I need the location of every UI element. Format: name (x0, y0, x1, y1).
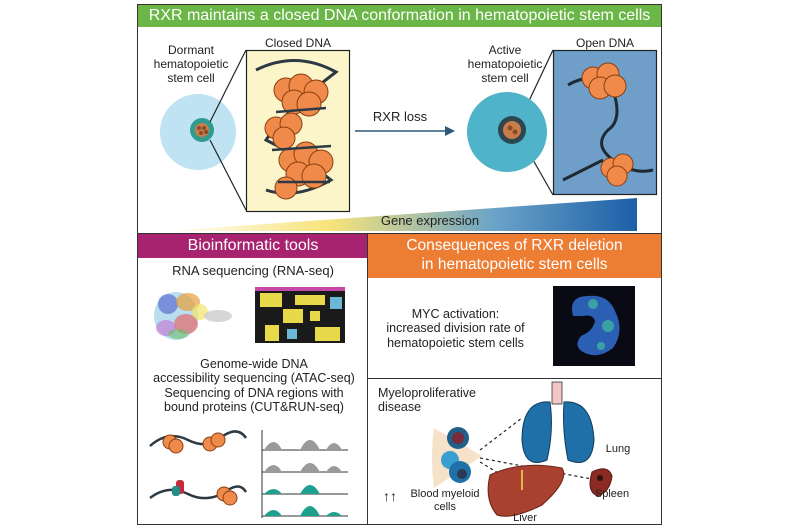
lung-label: Lung (605, 443, 631, 455)
consequences-divider (368, 378, 661, 379)
blood-myeloid-label: Blood myeloid cells (410, 488, 480, 513)
closed-dna-label: Closed DNA (264, 36, 332, 50)
umap-scatter (154, 292, 232, 340)
consequences-title-banner: Consequences of RXR deletion in hematopo… (368, 234, 661, 278)
top-title-banner: RXR maintains a closed DNA conformation … (138, 5, 661, 27)
dormant-cell (160, 94, 236, 170)
myc-microscopy-image (553, 286, 635, 366)
liver-illustration (487, 464, 565, 517)
peak-tracks (261, 430, 348, 518)
rnaseq-heatmap (255, 287, 345, 343)
dna-protein-cartoon (149, 430, 248, 506)
rnaseq-label: RNA sequencing (RNA-seq) (172, 263, 334, 278)
closed-dna-box (245, 49, 351, 213)
tools-title-banner: Bioinformatic tools (138, 234, 368, 258)
tools-title: Bioinformatic tools (187, 237, 319, 254)
open-nucleosome-2 (600, 153, 634, 187)
spleen-illustration (589, 468, 613, 497)
top-title: RXR maintains a closed DNA conformation … (148, 7, 651, 24)
atac-cutrun-label: Genome-wide DNA accessibility sequencing… (153, 357, 355, 415)
active-cell (467, 92, 547, 172)
spleen-label: Spleen (594, 488, 630, 500)
liver-label: Liver (513, 512, 537, 524)
lung-illustration (521, 381, 595, 463)
blood-up-arrows: ↑↑ (383, 488, 397, 504)
active-cell-label: Active hematopoietic stem cell (467, 43, 543, 85)
open-dna-box (552, 49, 658, 196)
organs-illustration (432, 381, 613, 517)
nucleosome-cluster-2 (264, 112, 303, 150)
consequences-title: Consequences of RXR deletion in hematopo… (406, 237, 623, 273)
tools-panel (137, 233, 369, 525)
dormant-cell-label: Dormant hematopoietic stem cell (153, 43, 229, 85)
gene-expression-gradient (165, 198, 637, 231)
gene-expression-label: Gene expression (380, 213, 480, 228)
rxr-loss-label: RXR loss (372, 109, 428, 124)
rxr-loss-arrow (355, 126, 455, 136)
disease-label: Myeloproliferative disease (378, 386, 476, 415)
open-dna-label: Open DNA (575, 36, 635, 50)
open-nucleosome-1 (581, 62, 627, 100)
myc-label: MYC activation: increased division rate … (386, 307, 525, 350)
